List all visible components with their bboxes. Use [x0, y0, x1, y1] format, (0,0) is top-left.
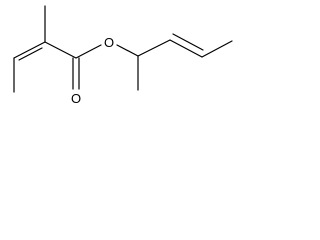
right-fragment	[137, 33, 233, 91]
bond-carbonyl-ester-o	[75, 44, 102, 59]
carbonyl-oxygen-label: O	[71, 91, 81, 106]
bond-ester-o-ch	[116, 44, 139, 57]
ester-oxygen-label: O	[104, 35, 114, 50]
left-fragment	[13, 5, 77, 93]
bond-alpha-carbonyl	[44, 41, 77, 59]
bond-ch-alkene	[137, 39, 171, 57]
bond-trans-double-inner	[172, 33, 204, 51]
bond-terminal-methyl	[201, 40, 233, 58]
skeletal-structure: O O	[13, 5, 233, 106]
bond-cc-double-inner	[18, 47, 43, 61]
bond-trans-double-outer	[169, 39, 203, 58]
ester-group: O O	[71, 35, 139, 106]
bond-cc-double-outer	[13, 41, 46, 59]
